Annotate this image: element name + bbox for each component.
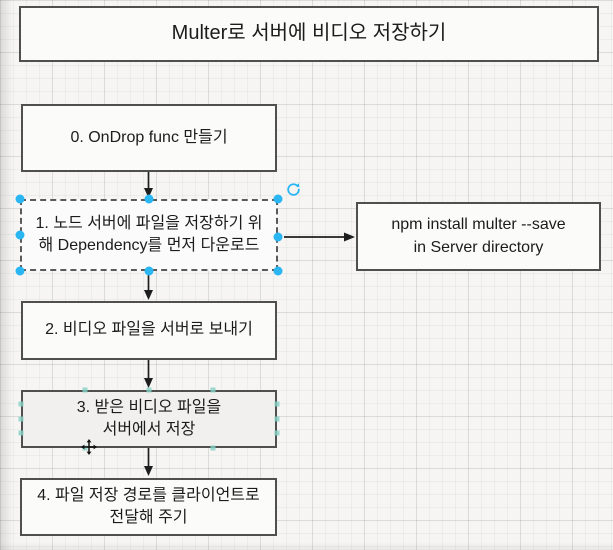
selection-handle-n[interactable]	[144, 194, 154, 204]
connection-point[interactable]	[146, 387, 152, 393]
rotate-icon[interactable]	[286, 182, 301, 197]
node-step4-label-line2: 전달해 주기	[109, 509, 188, 526]
node-step3-label-line1: 3. 받은 비디오 파일을	[76, 398, 222, 416]
edge-step2-step3[interactable]	[144, 360, 153, 388]
connection-point[interactable]	[210, 387, 216, 393]
selection-handle-w[interactable]	[15, 230, 25, 240]
node-npm-label-line1: npm install multer --save	[391, 216, 566, 234]
connection-point[interactable]	[18, 416, 24, 422]
edge-step1-npm[interactable]	[284, 232, 355, 242]
connection-point[interactable]	[274, 430, 280, 436]
selection-handle-e[interactable]	[273, 232, 283, 242]
node-step1-label-line2: 해 Dependency를 먼저 다운로드	[38, 237, 260, 254]
node-step2-label: 2. 비디오 파일을 서버로 보내기	[45, 321, 253, 339]
selection-handle-nw[interactable]	[15, 194, 25, 204]
connection-point[interactable]	[274, 401, 280, 407]
node-step2[interactable]: 2. 비디오 파일을 서버로 보내기	[21, 301, 277, 360]
node-title[interactable]: Multer로 서버에 비디오 저장하기	[19, 6, 599, 62]
connection-point[interactable]	[82, 445, 88, 451]
node-step4-label-line1: 4. 파일 저장 경로를 클라이언트로	[37, 486, 260, 504]
node-npm-note[interactable]: npm install multer --save in Server dire…	[356, 202, 601, 271]
connection-point[interactable]	[18, 430, 24, 436]
node-step4[interactable]: 4. 파일 저장 경로를 클라이언트로 전달해 주기	[20, 478, 277, 536]
edge-step3-step4[interactable]	[144, 448, 153, 476]
move-cursor-icon	[81, 439, 97, 455]
selection-handle-sw[interactable]	[15, 266, 25, 276]
connection-point[interactable]	[210, 445, 216, 451]
node-title-label: Multer로 서버에 비디오 저장하기	[171, 22, 447, 45]
edge-step0-step1[interactable]	[144, 172, 153, 198]
selection-handle-se[interactable]	[273, 266, 283, 276]
node-step3-label-line2: 서버에서 저장	[102, 421, 196, 438]
node-step1-selected[interactable]: 1. 노드 서버에 파일을 저장하기 위 해 Dependency를 먼저 다운…	[20, 199, 278, 271]
connection-point[interactable]	[82, 387, 88, 393]
node-step3-hovered[interactable]: 3. 받은 비디오 파일을 서버에서 저장	[21, 390, 277, 448]
selection-handle-ne[interactable]	[273, 194, 283, 204]
selection-handle-s[interactable]	[144, 266, 154, 276]
connection-point[interactable]	[18, 401, 24, 407]
node-step1-label-line1: 1. 노드 서버에 파일을 저장하기 위	[35, 214, 263, 232]
node-step0[interactable]: 0. OnDrop func 만들기	[21, 104, 277, 172]
edge-step1-step2[interactable]	[144, 272, 153, 300]
connection-point[interactable]	[274, 416, 280, 422]
node-npm-label-line2: in Server directory	[413, 238, 544, 256]
node-step0-label: 0. OnDrop func 만들기	[70, 128, 228, 146]
